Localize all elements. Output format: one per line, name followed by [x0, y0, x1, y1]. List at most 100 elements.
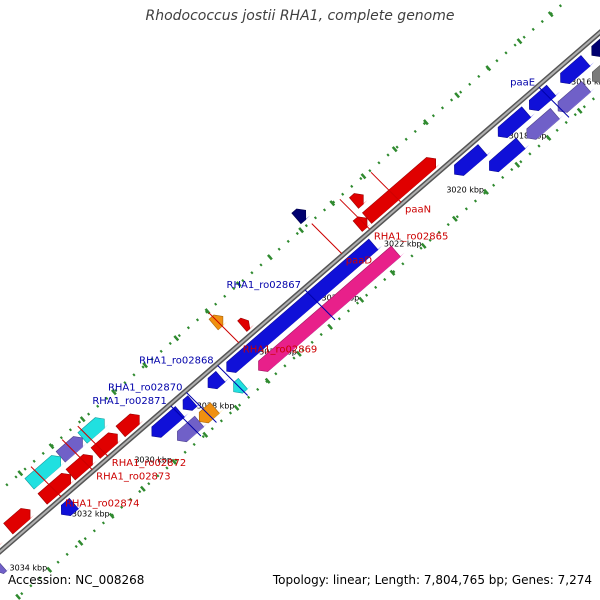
major-tick — [46, 566, 53, 573]
gene-label[interactable]: RHA1_ro02872 — [112, 458, 187, 469]
gene-arrow-bevel — [242, 385, 252, 394]
major-tick — [454, 92, 461, 99]
gene-arrow-bevel — [87, 424, 109, 444]
gene-feature[interactable] — [55, 436, 87, 463]
gene-label[interactable]: RHA1_ro02869 — [243, 345, 318, 356]
gene-arrow-bevel — [569, 62, 595, 84]
gene-label[interactable]: RHA1_ro02867 — [227, 280, 302, 291]
gene-label[interactable]: RHA1_ro02874 — [65, 499, 140, 510]
label-leader-line — [170, 405, 202, 437]
gene-feature[interactable] — [591, 49, 600, 83]
major-tick — [420, 242, 427, 249]
gene-arrow — [557, 80, 592, 113]
gene-feature[interactable] — [198, 402, 224, 424]
gene-feature[interactable] — [0, 560, 11, 575]
major-tick — [233, 404, 240, 411]
gene-arrow-bevel — [498, 144, 530, 172]
gene-feature[interactable] — [454, 144, 492, 176]
gene-arrow-bevel — [0, 541, 3, 545]
map-title: Rhodococcus jostii RHA1, complete genome — [145, 8, 455, 24]
gene-arrow-bevel — [246, 324, 254, 332]
gene-feature[interactable] — [557, 80, 595, 113]
gene-feature[interactable] — [526, 107, 564, 140]
major-tick — [15, 593, 22, 600]
gene-feature[interactable] — [65, 454, 97, 481]
axis-tick-label: 3030 kbp — [134, 455, 172, 464]
gene-arrow — [77, 417, 105, 444]
major-tick — [79, 416, 86, 423]
gene-feature[interactable] — [77, 417, 109, 444]
gene-feature[interactable] — [0, 535, 3, 558]
gene-arrow-bevel — [34, 462, 65, 490]
genome-summary-text: Topology: linear; Length: 7,804,765 bp; … — [272, 573, 592, 587]
gene-label[interactable]: paaN — [405, 204, 431, 215]
gene-feature[interactable] — [226, 238, 382, 373]
gene-arrow — [55, 436, 83, 463]
gene-arrow — [591, 38, 600, 57]
gene-arrow-bevel — [125, 420, 144, 437]
gene-arrow — [352, 216, 368, 232]
gene-label[interactable]: paaD — [346, 256, 373, 267]
gene-label[interactable]: RHA1_ro02871 — [92, 396, 167, 407]
gene-arrow — [90, 432, 118, 459]
label-leader-line — [208, 312, 240, 344]
gene-arrow-bevel — [362, 223, 372, 232]
gene-feature[interactable] — [361, 157, 440, 224]
gene-feature[interactable] — [348, 193, 368, 209]
gene-label[interactable]: RHA1_ro02870 — [108, 382, 183, 393]
gene-arrow-bevel — [161, 413, 189, 438]
gene-label[interactable]: paaE — [510, 77, 535, 88]
gene-feature[interactable] — [528, 84, 560, 112]
gene-arrow-bevel — [208, 409, 224, 423]
major-tick — [545, 134, 552, 141]
gene-feature[interactable] — [115, 413, 144, 438]
axis-tick-label: 3020 kbp — [446, 185, 484, 194]
gene-feature[interactable] — [60, 497, 83, 517]
gene-arrow — [528, 84, 557, 112]
gene-feature[interactable] — [291, 208, 310, 225]
major-tick — [266, 254, 273, 261]
label-leader-line — [61, 439, 93, 470]
major-tick — [202, 431, 209, 438]
gene-label[interactable]: RHA1_ro02868 — [139, 355, 214, 366]
gene-feature[interactable] — [489, 137, 530, 173]
gene-feature[interactable] — [352, 216, 372, 232]
label-leader-line — [217, 365, 249, 396]
major-tick — [389, 269, 396, 276]
gene-arrow-bevel — [12, 514, 35, 534]
major-tick — [516, 38, 523, 45]
gene-arrow — [207, 370, 226, 390]
gene-label[interactable]: RHA1_ro02873 — [96, 472, 171, 483]
axis-tick-label: 3022 kbp — [384, 239, 422, 248]
gene-feature[interactable] — [560, 55, 595, 85]
gene-feature[interactable] — [208, 314, 227, 331]
axis-tick-label: 3034 kbp — [10, 563, 48, 572]
major-tick — [327, 323, 334, 330]
gene-feature[interactable] — [591, 34, 600, 57]
gene-feature[interactable] — [258, 245, 405, 372]
gene-arrow — [0, 562, 8, 575]
major-tick — [139, 485, 146, 492]
gene-feature[interactable] — [37, 472, 75, 505]
label-leader-line — [311, 223, 343, 254]
gene-feature[interactable] — [207, 370, 230, 390]
label-leader-line — [186, 392, 217, 423]
gene-arrow — [198, 402, 220, 424]
gene-feature[interactable] — [151, 406, 189, 438]
gene-feature[interactable] — [3, 508, 35, 535]
gene-arrow — [291, 208, 307, 225]
gene-arrow — [497, 106, 532, 139]
gene-arrow-bevel — [3, 567, 11, 574]
gene-label[interactable]: RHA1_ro02865 — [374, 231, 449, 242]
gene-feature[interactable] — [497, 106, 535, 139]
gene-arrow — [60, 497, 79, 517]
accession-text: Accession: NC_008268 — [8, 573, 145, 587]
major-tick — [173, 335, 180, 342]
gene-arrow-bevel — [75, 460, 97, 480]
gene-feature[interactable] — [237, 317, 254, 332]
gene-feature[interactable] — [24, 455, 65, 490]
gene-arrow-bevel — [536, 115, 564, 140]
major-tick — [547, 11, 554, 18]
axis-tick-label: 3016 kbp — [571, 77, 600, 86]
